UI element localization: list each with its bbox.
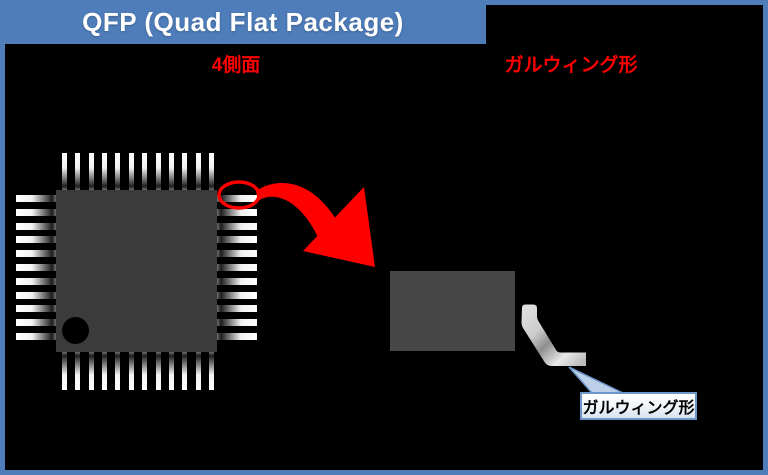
chip-pin [88,352,94,390]
chip-pin [217,277,257,285]
chip-pin [16,277,56,285]
chip-pins-bottom [62,352,214,390]
chip-pin [16,208,56,216]
chip-pin [16,236,56,244]
chip-pin [217,319,257,327]
chip-pin [16,250,56,258]
chip-pins-right [217,195,257,340]
chip-pin [16,332,56,340]
chip-pin [217,195,257,202]
chip-pin [168,352,174,390]
left-section-label: 4側面 [211,55,261,76]
chip-pin [217,332,257,340]
chip-pin [217,222,257,230]
callout-label: ガルウィング形 [580,392,697,420]
chip-pin [115,153,121,190]
chip-pin [208,352,214,390]
chip-pin [16,319,56,327]
chip-pin [16,222,56,230]
chip-pin [217,208,257,216]
chip-pin [182,352,188,390]
chip-pin [16,305,56,313]
chip-pin [128,153,134,190]
chip-pin [115,352,121,390]
chip-pin [195,352,201,390]
chip-pin [155,352,161,390]
detail-chip-body [390,271,515,351]
chip-pin [217,305,257,313]
chip-pin [128,352,134,390]
chip-pin [75,153,81,190]
chip-pin [217,250,257,258]
callout-text: ガルウィング形 [582,400,695,417]
chip-pin [142,352,148,390]
chip-pin [195,153,201,190]
chip-pin [168,153,174,190]
chip-pin [217,263,257,271]
callout-pointer-icon [568,366,624,394]
chip-pin [182,153,188,190]
curved-arrow-icon [256,182,375,267]
chip-pin [217,291,257,299]
chip-pin [88,153,94,190]
chip-pin [102,153,108,190]
pin1-marker-dot [62,317,89,344]
chip-pin [155,153,161,190]
page-title: QFP (Quad Flat Package) [82,6,404,37]
chip-pin [208,153,214,190]
chip-pin [142,153,148,190]
chip-pin [16,291,56,299]
chip-pin [75,352,81,390]
chip-pin [16,195,56,202]
chip-body [56,190,217,352]
chip-pin [16,263,56,271]
chip-pin [102,352,108,390]
chip-pin [62,153,67,190]
title-bar: QFP (Quad Flat Package) [0,0,486,44]
chip-pin [217,236,257,244]
gull-wing-lead-icon [521,304,586,366]
right-section-label: ガルウィング形 [504,55,638,76]
chip-pins-top [62,153,214,190]
chip-pin [62,352,67,390]
chip-pins-left [16,195,56,340]
